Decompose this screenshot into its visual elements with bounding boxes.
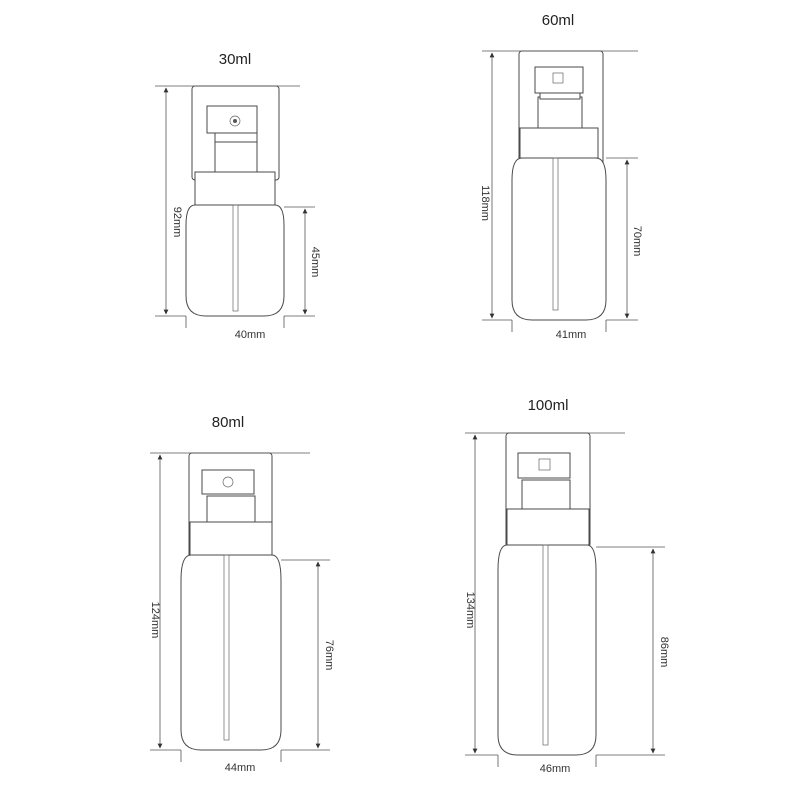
height-label: 124mm [149,602,161,639]
dip-tube [542,544,549,746]
width-label: 46mm [540,763,571,775]
bottle-collar [506,508,590,546]
nozzle-dot [233,119,237,123]
pump-stem [214,132,258,143]
height-label: 118mm [479,185,491,221]
capacity-label: 100ml [528,397,569,414]
nozzle-icon [229,115,241,127]
bottle-body [511,157,607,321]
pump-neck [214,141,258,173]
bottle-collar [519,127,599,159]
bottle-body [185,204,285,317]
pump-head [517,452,571,479]
body-height-label: 70mm [631,226,643,257]
nozzle-icon [222,476,234,488]
pump-head [206,105,258,134]
pump-neck [521,479,571,510]
width-label: 40mm [235,329,266,341]
capacity-label: 60ml [542,12,575,29]
width-label: 44mm [225,762,256,774]
dip-tube [223,554,230,741]
bottle-collar [194,171,276,206]
height-label: 134mm [464,592,476,629]
bottle-body [497,544,597,756]
body-height-label: 86mm [658,637,670,668]
capacity-label: 80ml [212,414,245,431]
dip-tube [552,157,559,311]
body-height-label: 76mm [323,640,335,671]
bottle-100ml: 100ml 134mm 86mm 46mm [464,397,670,775]
capacity-label: 30ml [219,51,252,68]
bottle-60ml: 60ml 118mm 70mm 41mm [479,12,643,341]
bottle-30ml: 30ml 92mm 45mm 40mm [155,51,321,341]
pump-head [534,66,584,94]
bottle-80ml: 80ml 124mm 76mm 44mm [149,414,335,774]
bottle-collar [189,521,273,556]
nozzle-icon [552,72,564,84]
bottle-body [180,554,282,751]
width-label: 41mm [556,329,587,341]
body-height-label: 45mm [309,247,321,278]
pump-stem [539,92,581,100]
pump-neck [537,96,583,129]
nozzle-icon [538,458,551,471]
pump-head [201,469,255,495]
dip-tube [232,204,239,312]
height-label: 92mm [171,207,183,238]
pump-neck [206,495,256,523]
